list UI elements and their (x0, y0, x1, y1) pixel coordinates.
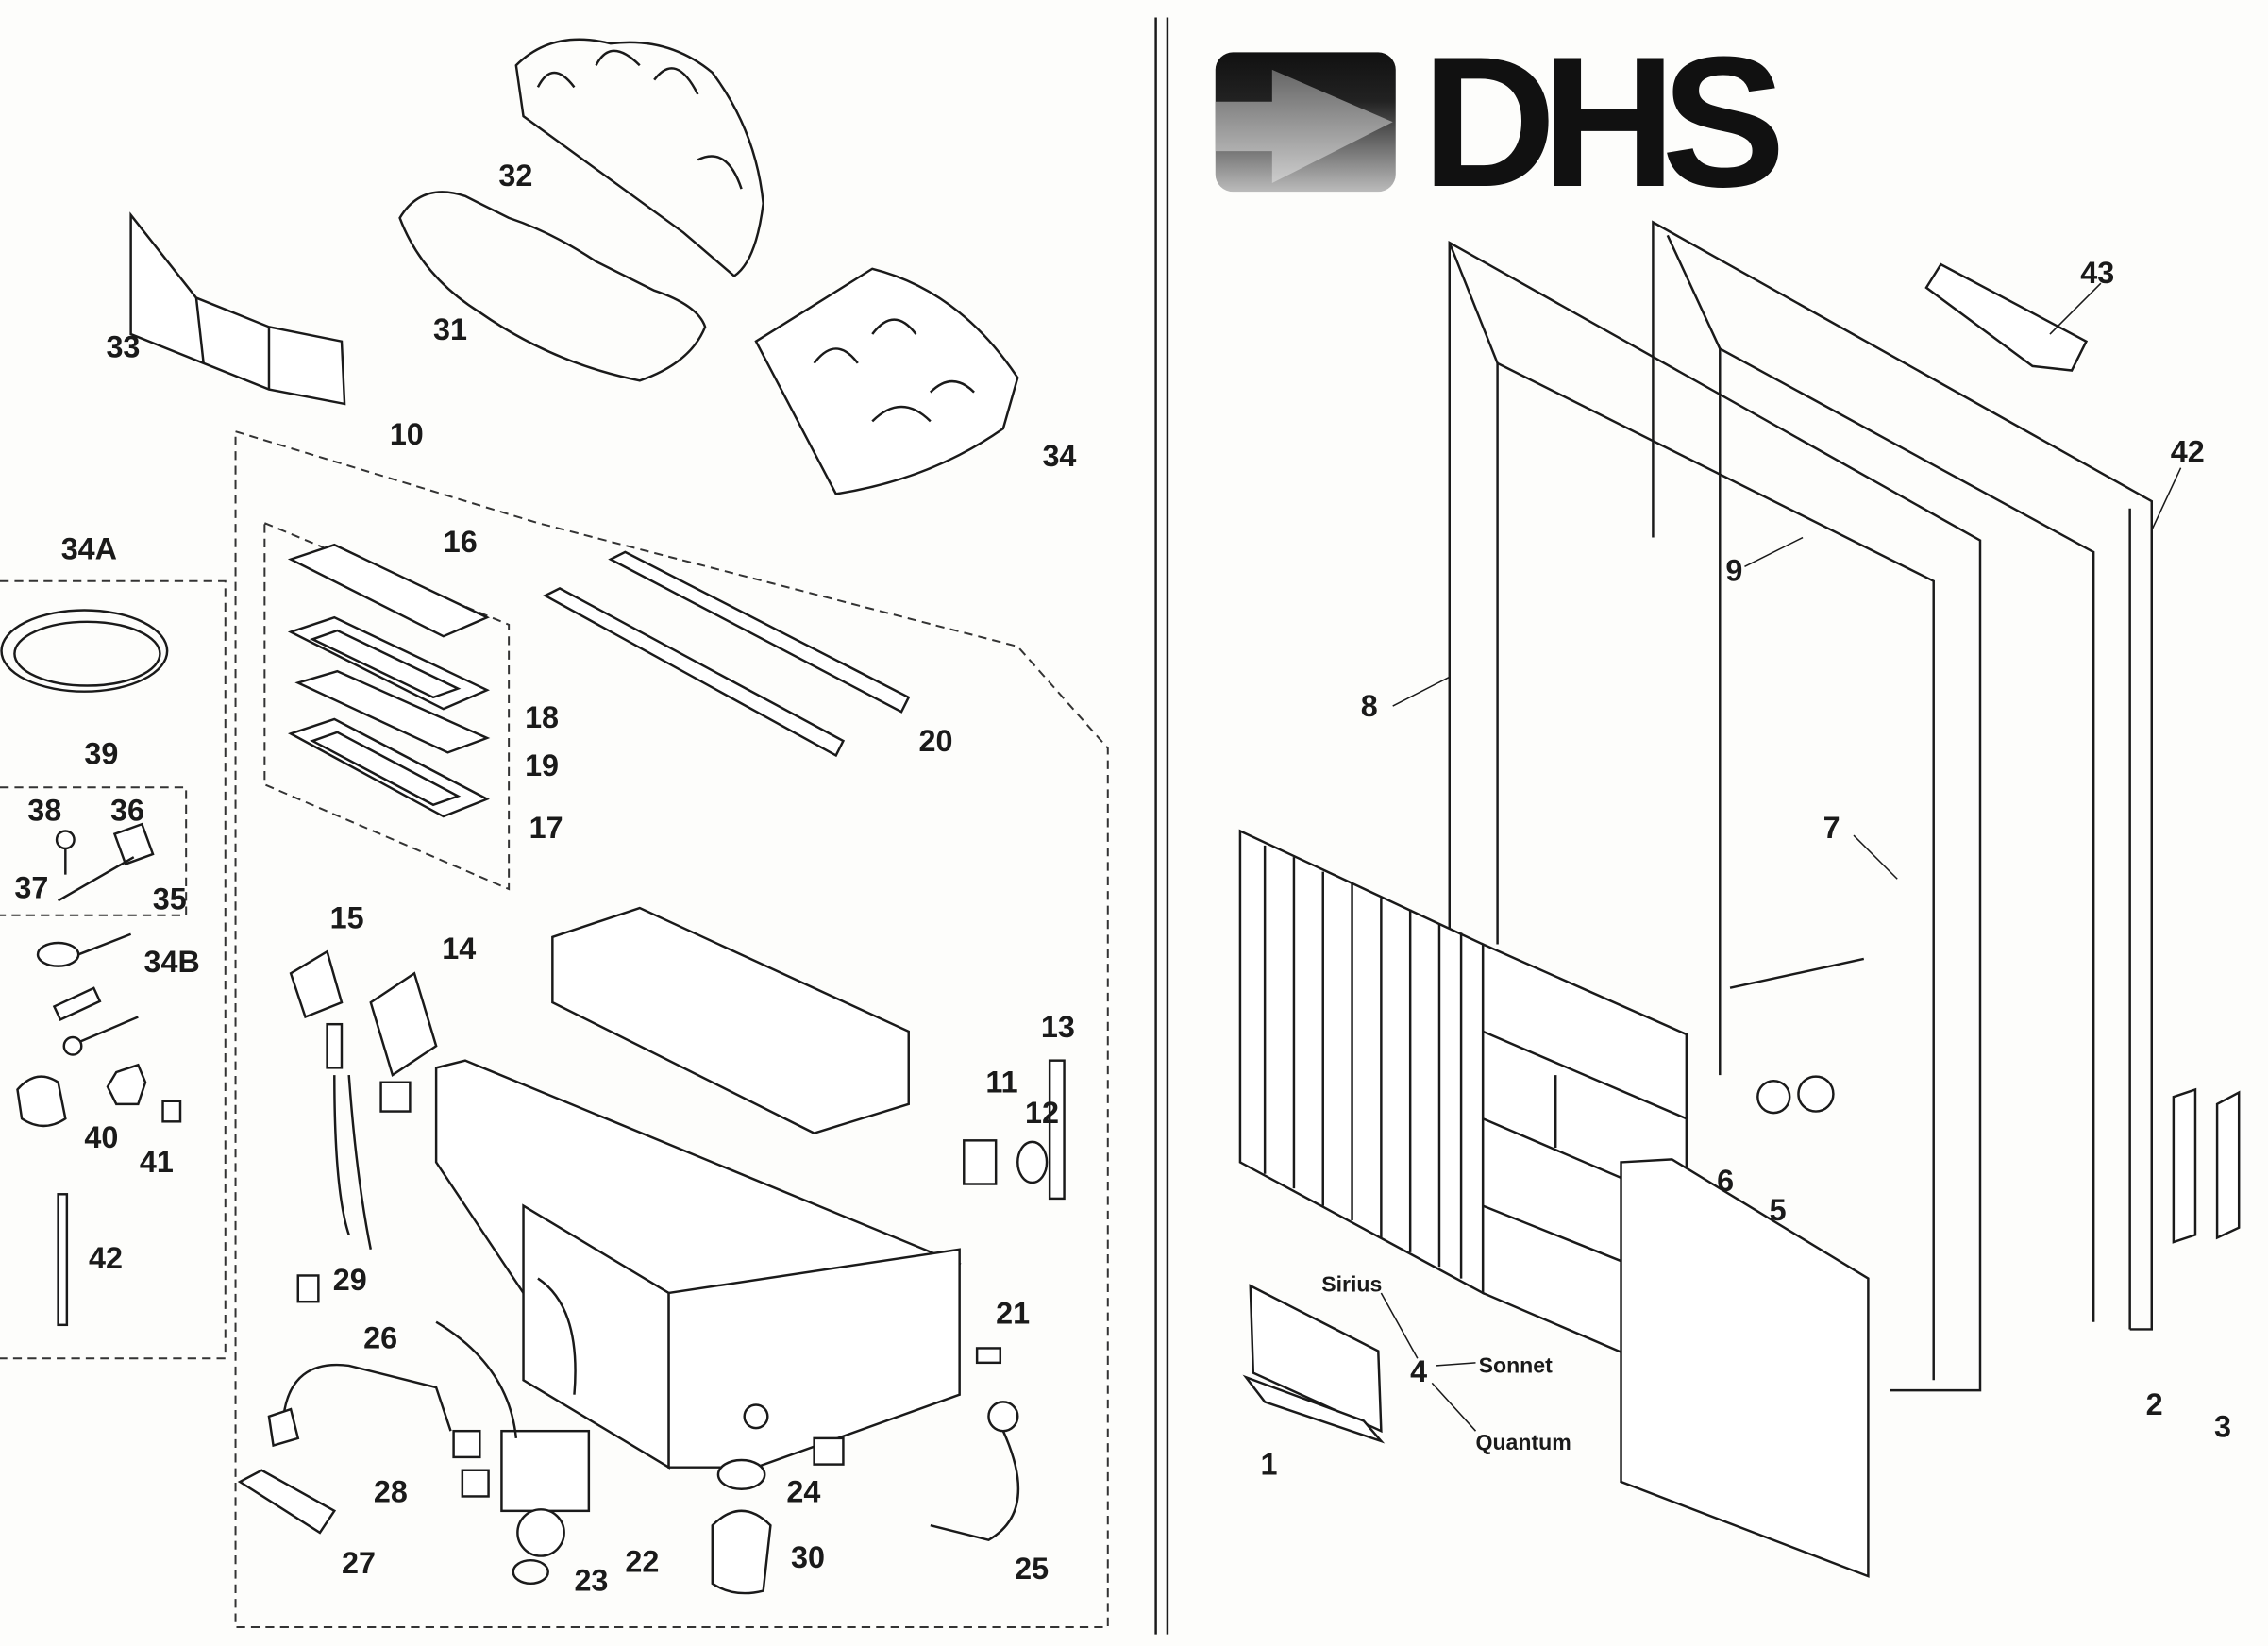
part-label: 27 (342, 1546, 376, 1580)
part-label: 38 (27, 794, 61, 828)
fixings (16, 822, 182, 1327)
log-set-32 (514, 38, 764, 278)
part-label: 22 (625, 1545, 659, 1579)
part-label: 6 (1717, 1164, 1734, 1198)
part-label: 14 (442, 932, 476, 966)
part-label: 42 (89, 1241, 123, 1275)
part-label: 20 (919, 724, 953, 758)
part-label: 3 (2214, 1409, 2231, 1443)
part-label: 13 (1041, 1010, 1075, 1044)
part-label: 17 (529, 811, 563, 845)
part-label: 31 (433, 312, 467, 346)
svg-text:DHS: DHS (1421, 18, 1778, 226)
accessories-outline (0, 579, 227, 1360)
part-labels-right: 43 42 9 8 7 6 5 4 1 2 3 Sirius Sonnet Qu… (1261, 256, 2231, 1481)
part-label: 36 (110, 794, 144, 828)
part-label: 12 (1025, 1096, 1059, 1130)
part-label: 1 (1261, 1447, 1278, 1481)
part-label: 39 (84, 737, 118, 771)
burner-tray (434, 906, 962, 1470)
part-label: 9 (1725, 554, 1742, 588)
side-brackets-2-3 (2172, 1087, 2241, 1244)
part-label: 19 (525, 748, 559, 782)
gas-controls (237, 1059, 1066, 1595)
part-label: 40 (84, 1120, 118, 1154)
frame-9 (1652, 220, 2154, 1331)
part-label: 42 (2171, 435, 2205, 469)
part-label: 35 (153, 882, 187, 916)
part-label: 26 (363, 1320, 397, 1354)
part-label: 2 (2146, 1387, 2163, 1421)
part-label: 15 (330, 901, 364, 935)
ceramic-bed-16 (287, 543, 491, 818)
part-label: 8 (1361, 689, 1378, 723)
part-label: 34 (1042, 439, 1076, 473)
rails-20 (542, 550, 911, 758)
part-label: 33 (106, 330, 140, 364)
sirius-panel (1238, 829, 1485, 1296)
variant-label-quantum: Quantum (1475, 1430, 1571, 1454)
pilot-assembly-14-15 (289, 949, 438, 1251)
part-label: 23 (574, 1564, 608, 1598)
dhs-logo: DHS (1215, 18, 1793, 226)
part-label: 5 (1770, 1193, 1787, 1227)
log-31 (398, 191, 707, 382)
part-label: 10 (390, 417, 424, 451)
part-label: 29 (333, 1263, 367, 1297)
firebox-details (1729, 957, 1865, 1115)
part-label: 24 (786, 1475, 820, 1509)
fret-1 (1242, 1284, 1386, 1444)
ember-shield-33 (129, 211, 346, 406)
burner-assembly-outline-10 (234, 429, 1109, 1628)
part-label: 11 (985, 1066, 1017, 1100)
part-label: 30 (791, 1540, 825, 1574)
part-label: 21 (996, 1296, 1030, 1330)
fixings-outline (0, 786, 188, 916)
part-label: 34B (143, 945, 199, 979)
part-label: 32 (498, 159, 532, 193)
part-label: 41 (140, 1145, 174, 1179)
frame-8 (1448, 240, 1982, 1392)
part-label: 4 (1410, 1354, 1427, 1388)
part-label: 25 (1015, 1552, 1049, 1586)
embers-bag-34 (754, 267, 1019, 495)
part-label: 34A (61, 532, 117, 566)
variant-label-sonnet: Sonnet (1479, 1353, 1554, 1378)
part-label: 43 (2080, 256, 2114, 290)
part-label: 28 (374, 1475, 408, 1509)
bracket-43 (1924, 262, 2089, 372)
quantum-panel (1620, 1158, 1870, 1578)
accessory-wire-39 (0, 609, 169, 693)
part-label: 7 (1823, 811, 1840, 845)
variant-label-sirius: Sirius (1321, 1271, 1382, 1296)
part-label: 37 (14, 870, 48, 904)
part-label: 18 (525, 700, 559, 734)
part-labels-left: 32 33 31 34 10 34A 16 39 18 19 20 17 38 … (14, 159, 1076, 1597)
part-label: 16 (444, 525, 478, 559)
